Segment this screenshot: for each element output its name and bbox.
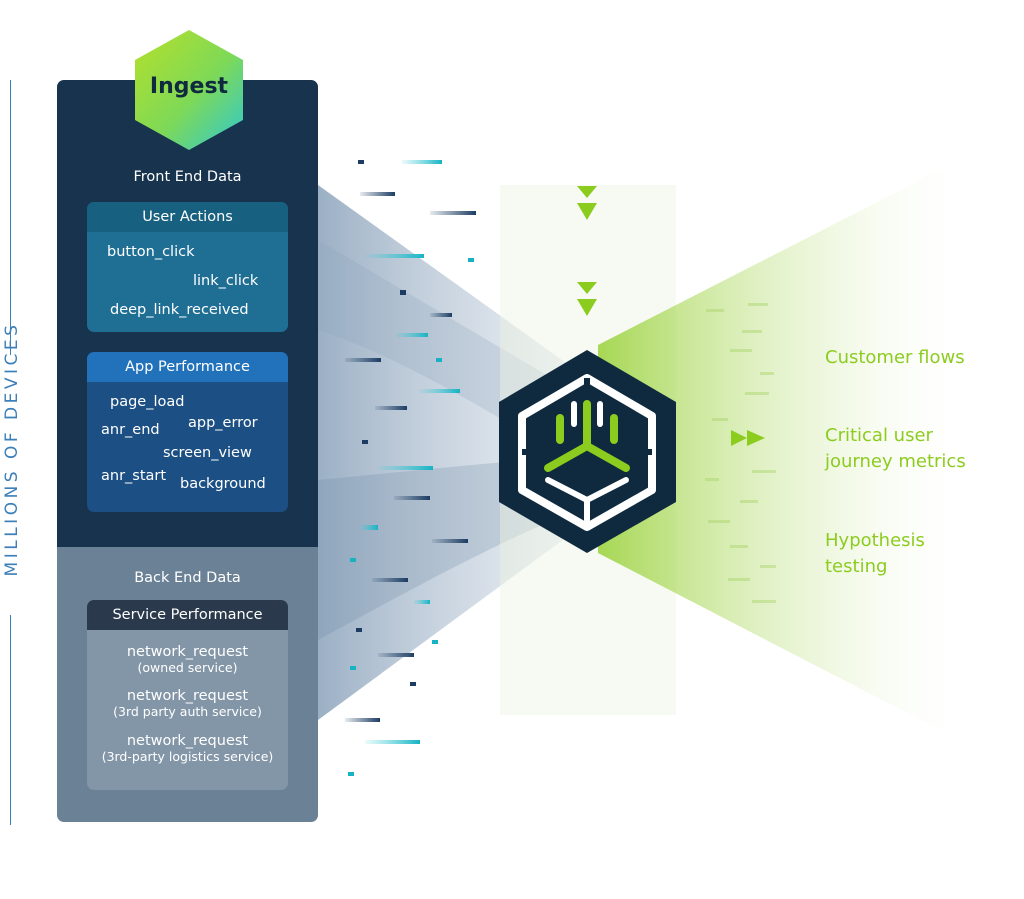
streak xyxy=(348,772,354,776)
streak xyxy=(350,666,356,670)
down-arrows-icon xyxy=(577,186,597,316)
event-label: link_click xyxy=(193,273,259,289)
service-performance-title: Service Performance xyxy=(87,600,288,630)
streak xyxy=(400,290,406,295)
streak xyxy=(402,160,442,164)
streak xyxy=(708,520,730,523)
output-hypothesis-testing: Hypothesis testing xyxy=(825,530,925,577)
service-item-detail: (3rd party auth service) xyxy=(113,704,262,719)
streak xyxy=(740,500,758,503)
streak xyxy=(365,740,420,744)
service-item-detail: (3rd-party logistics service) xyxy=(101,749,274,764)
streak xyxy=(728,578,750,581)
front-end-panel: Front End Data User Actions button_click… xyxy=(57,80,318,547)
streak xyxy=(752,600,776,603)
streak xyxy=(760,372,774,375)
streak xyxy=(345,358,381,362)
streak xyxy=(706,309,724,312)
streak xyxy=(394,496,430,500)
streak xyxy=(375,406,407,410)
streak xyxy=(752,470,776,473)
event-label: page_load xyxy=(110,394,185,410)
streak xyxy=(760,565,776,568)
streak xyxy=(432,640,438,644)
streak xyxy=(350,558,356,562)
service-item: network_request (owned service) xyxy=(87,644,288,675)
event-label: button_click xyxy=(107,244,195,260)
service-performance-items: network_request (owned service) network_… xyxy=(87,630,288,790)
streak xyxy=(372,578,408,582)
streak xyxy=(712,418,728,421)
output-streaks xyxy=(705,303,776,603)
output-customer-flows: Customer flows xyxy=(825,347,965,368)
streak xyxy=(436,358,442,362)
front-end-title: Front End Data xyxy=(133,169,242,185)
streak xyxy=(396,333,428,337)
streak xyxy=(356,628,362,632)
streak xyxy=(410,682,416,686)
output-beam xyxy=(598,152,975,748)
streak xyxy=(748,303,768,306)
ingest-badge: Ingest xyxy=(133,28,245,152)
event-label: app_error xyxy=(188,415,258,431)
side-line-top xyxy=(10,80,11,355)
user-actions-title: User Actions xyxy=(87,202,288,232)
event-label: anr_start xyxy=(101,468,167,484)
event-label: background xyxy=(180,476,266,492)
service-item-name: network_request xyxy=(126,688,249,704)
streak xyxy=(358,160,364,164)
service-item: network_request (3rd party auth service) xyxy=(87,688,288,719)
streak xyxy=(360,192,395,196)
streak xyxy=(366,254,424,258)
streak xyxy=(430,211,476,215)
processing-hub-icon xyxy=(499,350,676,553)
app-performance-events: page_load app_error anr_end screen_view … xyxy=(87,382,288,512)
streak xyxy=(420,389,460,393)
service-item: network_request (3rd-party logistics ser… xyxy=(87,733,288,764)
ingest-hexagon-icon xyxy=(135,30,243,150)
streak xyxy=(730,545,748,548)
output-journey-metrics: Critical user journey metrics xyxy=(825,425,966,472)
app-performance-title: App Performance xyxy=(87,352,288,382)
streak xyxy=(378,653,414,657)
back-end-title: Back End Data xyxy=(134,570,241,586)
ingest-label: Ingest xyxy=(149,74,229,99)
event-label: deep_link_received xyxy=(110,302,249,318)
input-streaks xyxy=(345,160,476,776)
user-actions-events: button_click link_click deep_link_receiv… xyxy=(87,232,288,332)
streak xyxy=(742,330,762,333)
event-label: anr_end xyxy=(101,422,160,438)
service-performance-card: Service Performance network_request (own… xyxy=(87,600,288,790)
streak xyxy=(468,258,474,262)
streak xyxy=(362,440,368,444)
back-end-panel: Back End Data Service Performance networ… xyxy=(57,547,318,822)
side-line-bottom xyxy=(10,615,11,825)
streak xyxy=(360,525,378,530)
streak xyxy=(430,313,452,317)
beam-main xyxy=(318,185,590,720)
streak xyxy=(745,392,769,395)
streak xyxy=(345,718,380,722)
service-item-name: network_request xyxy=(126,644,249,660)
service-item-detail: (owned service) xyxy=(137,660,238,675)
streak xyxy=(730,349,752,352)
streak xyxy=(378,466,433,470)
side-axis: MILLIONS OF DEVICES xyxy=(0,70,24,830)
streak xyxy=(414,600,430,604)
user-actions-card: User Actions button_click link_click dee… xyxy=(87,202,288,332)
streak xyxy=(432,539,468,543)
event-label: screen_view xyxy=(163,445,252,461)
service-item-name: network_request xyxy=(126,733,249,749)
app-performance-card: App Performance page_load app_error anr_… xyxy=(87,352,288,512)
fast-forward-icon xyxy=(731,430,765,446)
streak xyxy=(705,478,719,481)
